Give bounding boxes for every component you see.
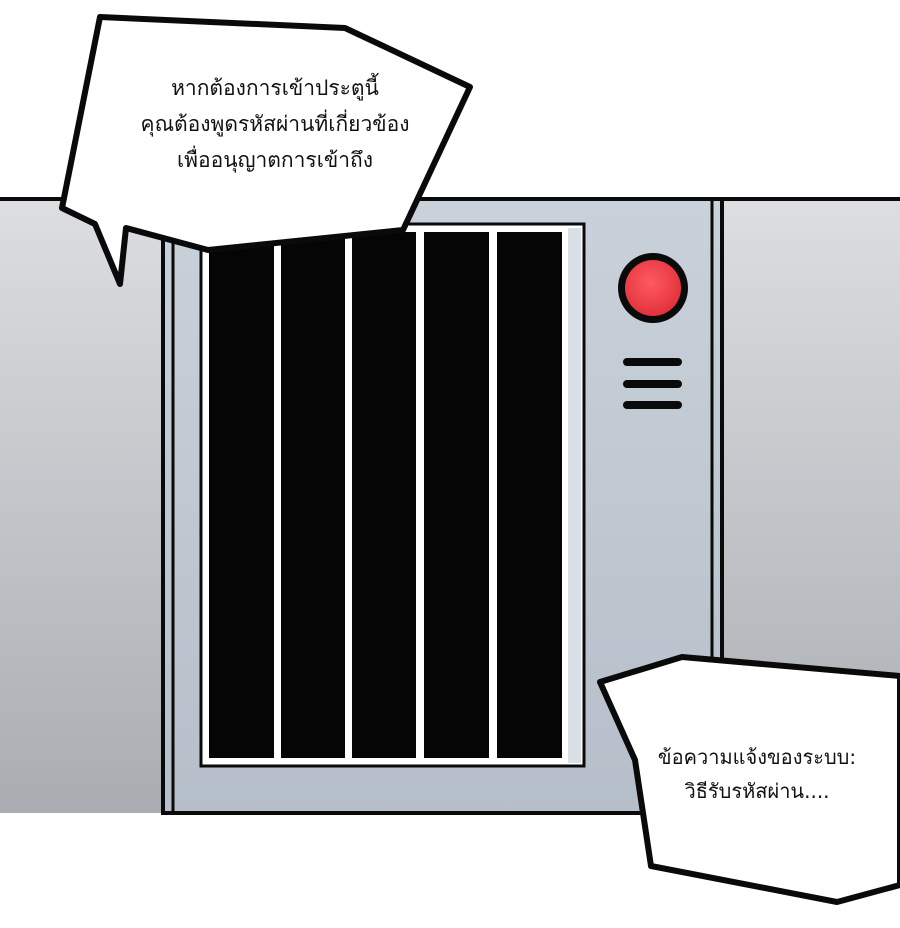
bubble-line: วิธีรับรหัสผ่าน....	[684, 779, 830, 803]
bubble-line: เพื่ออนุญาตการเข้าถึง	[176, 148, 373, 172]
speech-bubble-top	[59, 14, 473, 287]
window-bar	[497, 232, 562, 758]
window-bar	[424, 232, 489, 758]
red-alarm-button-icon[interactable]	[618, 253, 688, 323]
speech-bubble-bottom	[597, 654, 900, 905]
speech-bubble-top-text: หากต้องการเข้าประตูนี้ คุณต้องพูดรหัสผ่า…	[100, 70, 450, 178]
bubble-line: หากต้องการเข้าประตูนี้	[171, 76, 379, 100]
left-wall	[0, 197, 163, 813]
window-bar	[352, 232, 416, 758]
bubble-line: ข้อความแจ้งของระบบ:	[657, 745, 857, 769]
window-bar	[281, 232, 345, 758]
bubble-line: คุณต้องพูดรหัสผ่านที่เกี่ยวข้อง	[140, 112, 410, 136]
speech-bubble-bottom-text: ข้อความแจ้งของระบบ: วิธีรับรหัสผ่าน....	[632, 740, 882, 808]
window-bar	[209, 232, 274, 758]
three-line-vent-icon	[623, 358, 682, 409]
barred-window	[199, 222, 586, 768]
